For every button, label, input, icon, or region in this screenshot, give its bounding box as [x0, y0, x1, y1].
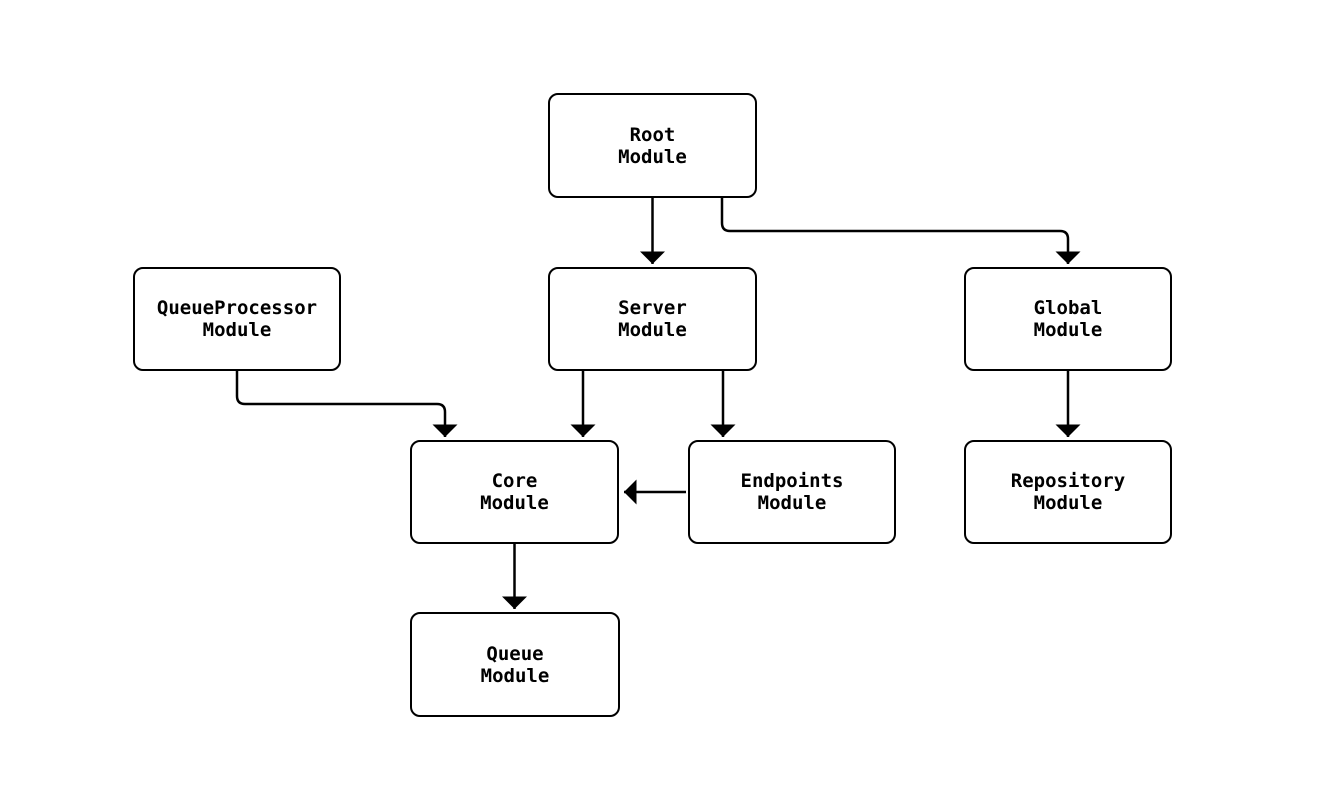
node-endpoints-module: Endpoints Module: [688, 440, 896, 544]
node-label-line1: Global: [1033, 297, 1103, 319]
node-label-line2: Module: [618, 319, 687, 341]
node-label-line1: Repository: [1010, 470, 1126, 492]
node-label-line2: Module: [1033, 319, 1103, 341]
node-queue-module: Queue Module: [410, 612, 620, 717]
node-queueprocessor-module: QueueProcessor Module: [133, 267, 341, 371]
node-label-line1: Queue: [486, 642, 544, 665]
node-label-line2: Module: [480, 492, 549, 514]
node-label-line2: Module: [757, 492, 827, 514]
node-label-line1: Server: [618, 297, 687, 319]
node-repository-module: Repository Module: [964, 440, 1172, 544]
node-label-line1: QueueProcessor: [156, 297, 318, 319]
edge-root-to-global: [720, 198, 1081, 264]
node-server-module: Server Module: [548, 267, 757, 371]
node-label-line2: Module: [618, 145, 687, 168]
node-label-line2: Module: [1033, 492, 1103, 514]
node-label-line1: Core: [491, 470, 538, 492]
node-root-module: Root Module: [548, 93, 757, 198]
node-core-module: Core Module: [410, 440, 619, 544]
node-label-line1: Endpoints: [740, 470, 844, 492]
node-label-line2: Module: [202, 319, 272, 341]
node-label-line2: Module: [480, 664, 550, 687]
node-label-line1: Root: [629, 123, 676, 146]
node-global-module: Global Module: [964, 267, 1172, 371]
edge-queueprocessor-to-core: [235, 371, 458, 437]
